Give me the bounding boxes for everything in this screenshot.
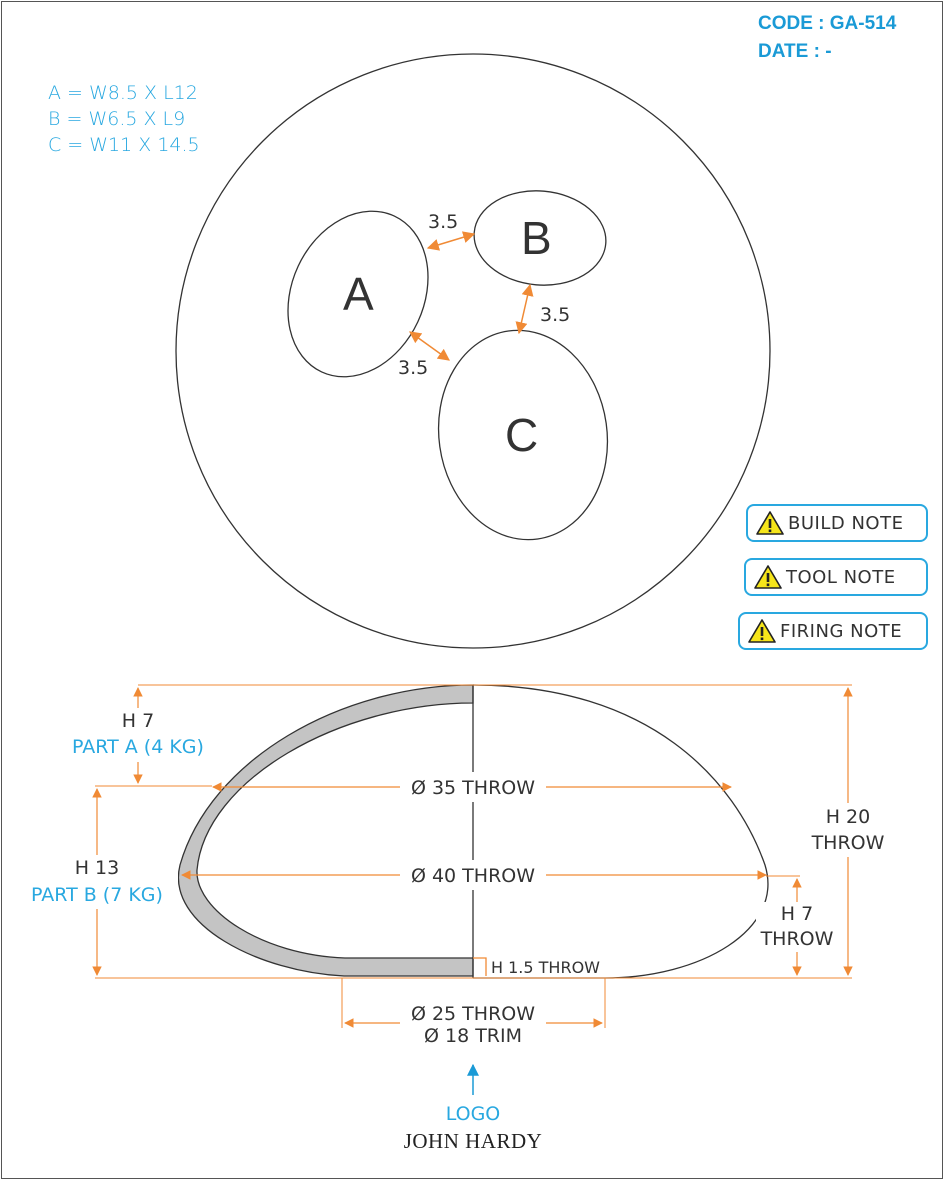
wall-section <box>177 684 474 977</box>
h20-label: H 20 <box>826 806 871 828</box>
legend-c: C = W11 X 14.5 <box>48 134 200 156</box>
h20-throw-label: THROW <box>811 832 885 854</box>
warning-icon <box>748 619 776 643</box>
warning-icon <box>756 511 784 535</box>
shape-c-label: C <box>505 409 538 461</box>
code-block: CODE : GA-514 DATE : - <box>758 10 896 66</box>
build-note-label: BUILD NOTE <box>788 512 904 534</box>
warning-icon <box>754 565 782 589</box>
d25-label: Ø 25 THROW <box>411 1003 535 1025</box>
tool-note-label: TOOL NOTE <box>786 566 896 588</box>
shape-c-outline <box>437 329 609 541</box>
code-label: CODE : GA-514 <box>758 13 897 34</box>
h7-right-throw-label: THROW <box>760 928 834 950</box>
logo-label: LOGO <box>446 1103 501 1125</box>
gap-ab-label: 3.5 <box>428 211 458 233</box>
build-note-button[interactable]: BUILD NOTE <box>746 504 928 542</box>
h7-right-label: H 7 <box>781 903 813 925</box>
shape-a-outline <box>287 210 429 378</box>
d35-label: Ø 35 THROW <box>411 777 535 799</box>
size-legend: A = W8.5 X L12 B = W6.5 X L9 C = W11 X 1… <box>48 80 200 158</box>
h15-label: H 1.5 THROW <box>491 958 600 977</box>
firing-note-button[interactable]: FIRING NOTE <box>738 612 928 650</box>
gap-bc-label: 3.5 <box>540 304 570 326</box>
d18-label: Ø 18 TRIM <box>424 1025 522 1047</box>
legend-a: A = W8.5 X L12 <box>48 82 198 104</box>
top-view-circle <box>175 53 771 649</box>
gap-bc-arrow <box>515 283 534 335</box>
h13-label: H 13 <box>75 857 120 879</box>
shape-a-label: A <box>343 268 374 320</box>
h7-part-a-label: H 7 <box>122 710 154 732</box>
brand-label: JOHN HARDY <box>404 1129 543 1153</box>
outer-profile-right <box>472 684 769 979</box>
date-label: DATE : - <box>758 41 832 62</box>
gap-ac-arrow <box>409 331 450 361</box>
gap-ab-arrow <box>426 231 476 251</box>
d40-label: Ø 40 THROW <box>411 865 535 887</box>
shape-b-label: B <box>521 212 552 264</box>
part-b-label: PART B (7 KG) <box>31 884 163 906</box>
firing-note-label: FIRING NOTE <box>780 620 903 642</box>
legend-b: B = W6.5 X L9 <box>48 108 186 130</box>
part-a-label: PART A (4 KG) <box>72 736 204 758</box>
gap-ac-label: 3.5 <box>398 357 428 379</box>
tool-note-button[interactable]: TOOL NOTE <box>744 558 928 596</box>
foot-tab <box>473 957 487 976</box>
